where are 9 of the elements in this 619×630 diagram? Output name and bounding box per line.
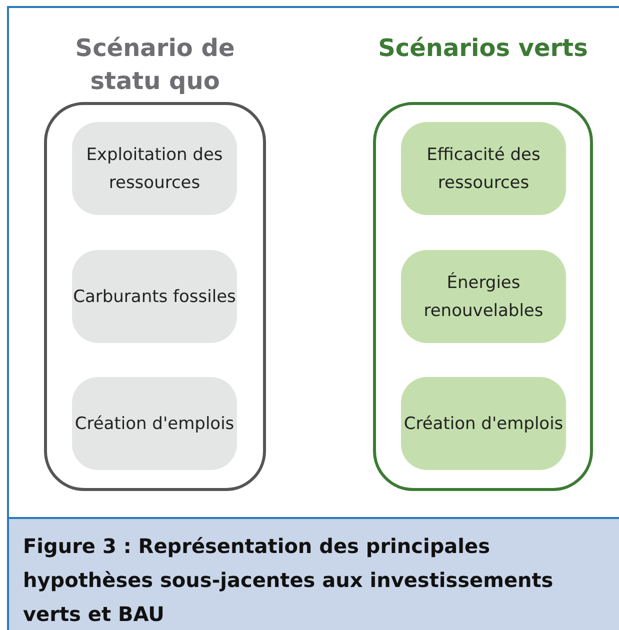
group-heading: Scénario de statu quo <box>74 33 236 97</box>
scenario-box: Efficacité des ressources <box>401 122 566 215</box>
scenario-box: Création d'emplois <box>72 377 237 470</box>
scenario-box: Énergies renouvelables <box>401 250 566 343</box>
scenario-box: Création d'emplois <box>401 377 566 470</box>
scenario-box: Exploitation des ressources <box>72 122 237 215</box>
figure-caption: Figure 3 : Représentation des principales hypothèses sous-jacentes aux investissements verts et BAU <box>23 533 554 628</box>
scenario-box: Carburants fossiles <box>72 250 237 343</box>
group-heading: Scénarios verts <box>377 33 589 64</box>
